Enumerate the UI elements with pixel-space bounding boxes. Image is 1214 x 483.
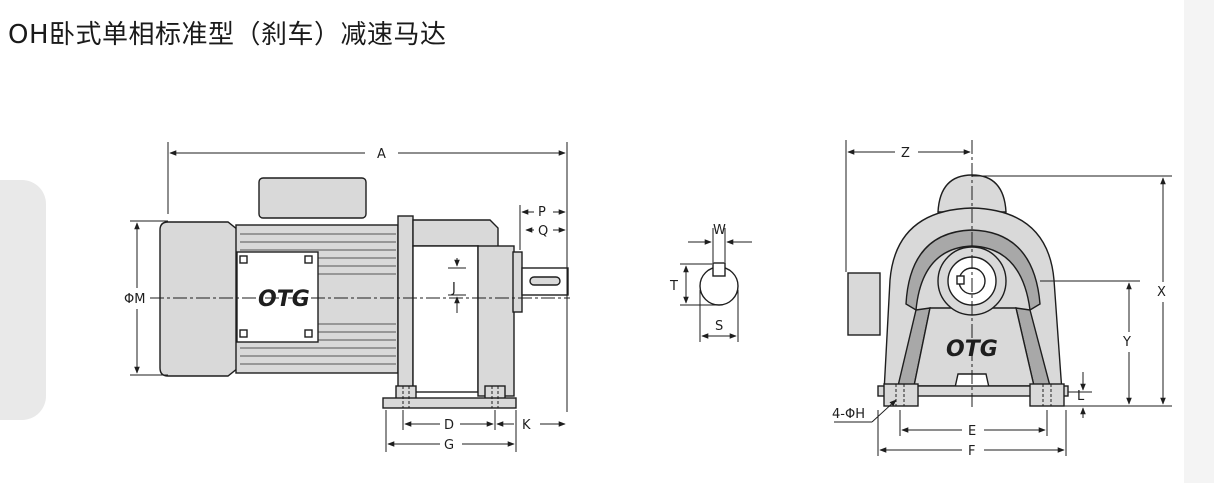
- dim-label-y: Y: [1122, 335, 1131, 350]
- side-dimensions: [130, 142, 568, 452]
- gear-output-block: [477, 245, 515, 397]
- dim-label-a: A: [377, 147, 386, 162]
- dim-label-q: Q: [538, 224, 548, 239]
- dim-label-t: T: [669, 279, 678, 294]
- dim-label-w: W: [713, 223, 726, 238]
- side-view: [150, 177, 570, 409]
- terminal-box: [258, 177, 367, 219]
- dim-label-l: L: [1077, 389, 1085, 404]
- motor-end-cap: [159, 221, 239, 377]
- shaft-keyway: [712, 262, 726, 277]
- front-foot-left: [883, 383, 919, 407]
- name-plate: [236, 251, 319, 343]
- front-foot-right: [1029, 383, 1065, 407]
- dim-label-j: J: [451, 281, 456, 296]
- side-tab[interactable]: [0, 180, 46, 420]
- front-brand-logo: OTG: [946, 337, 998, 362]
- dim-label-m: ΦM: [124, 292, 145, 307]
- shaft-section: [680, 228, 752, 342]
- side-brand-logo: OTG: [258, 287, 310, 312]
- front-dimensions: [834, 140, 1172, 456]
- front-shaft-key: [956, 275, 965, 285]
- dim-label-z: Z: [901, 146, 910, 161]
- output-collar: [512, 251, 523, 313]
- dim-label-p: P: [538, 205, 546, 220]
- gear-housing-lower: [412, 245, 479, 393]
- front-terminal-box: [847, 272, 881, 336]
- dim-label-d: D: [444, 418, 454, 433]
- page-title: OH卧式单相标准型（刹车）减速马达: [8, 20, 447, 50]
- front-inner-ring: [905, 229, 1041, 312]
- dim-label-s: S: [715, 319, 723, 334]
- plate-screws: [239, 255, 313, 338]
- dim-label-f: F: [968, 444, 975, 459]
- front-view: [847, 140, 1069, 410]
- dim-label-x: X: [1157, 285, 1166, 300]
- shaft-key: [529, 276, 561, 286]
- dim-label-g: G: [444, 438, 454, 453]
- dim-label-k: K: [522, 418, 531, 433]
- gear-flange: [397, 215, 414, 399]
- front-base: [877, 385, 1069, 397]
- dim-label-e: E: [968, 424, 976, 439]
- base-plate: [382, 397, 517, 409]
- right-edge-strip: [1184, 0, 1214, 483]
- dim-label-h: 4-ΦH: [832, 407, 865, 422]
